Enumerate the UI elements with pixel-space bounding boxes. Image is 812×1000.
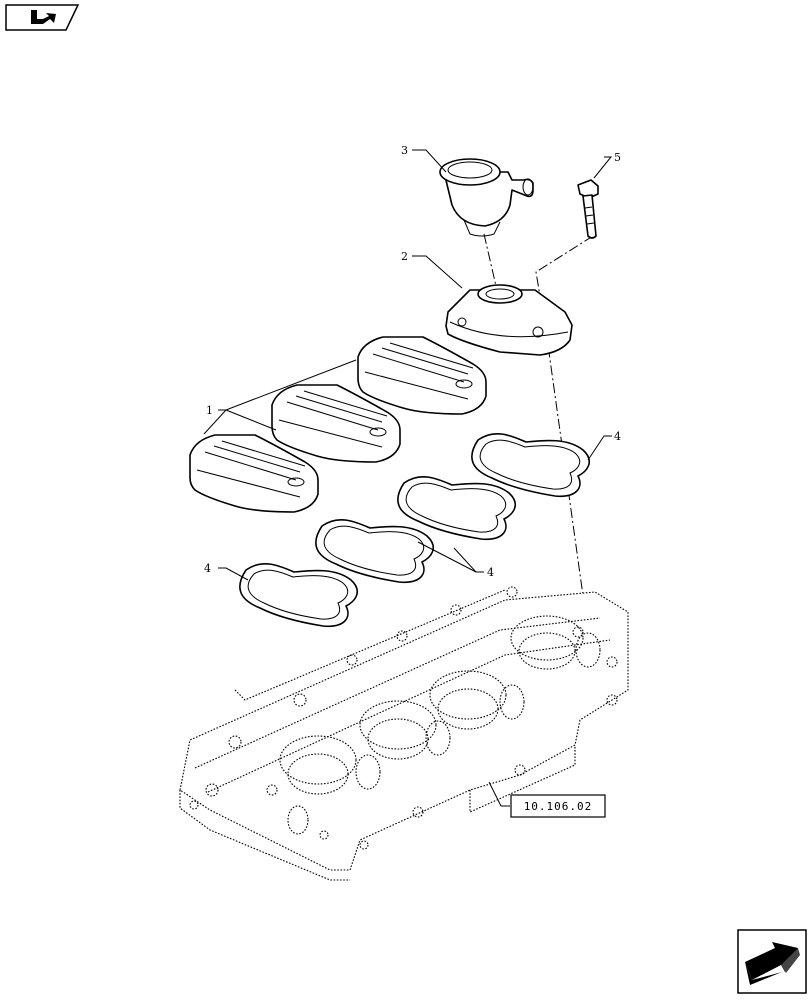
reference-label: 10.106.02: [524, 800, 593, 813]
callout-breather-housing: 2: [401, 250, 408, 263]
next-page-arrow-icon[interactable]: [737, 929, 807, 994]
breather-housing-cover: [445, 284, 573, 356]
gasket: [471, 432, 591, 498]
gasket: [239, 562, 359, 628]
breather-valve: [439, 158, 534, 237]
gasket: [397, 475, 517, 541]
book-arrow-icon[interactable]: [5, 4, 80, 31]
callout-rocker-cover: 1: [206, 404, 213, 417]
rocker-cover: [357, 336, 487, 415]
rocker-cover: [189, 434, 319, 513]
reference-box[interactable]: 10.106.02: [510, 794, 606, 818]
rocker-cover: [271, 384, 401, 463]
callout-gaskets-middle: 4: [487, 566, 494, 579]
callout-gasket-right: 4: [614, 430, 621, 443]
gasket: [315, 518, 435, 584]
callout-gasket-left: 4: [204, 562, 211, 575]
callout-bolt: 5: [614, 151, 621, 164]
bolt: [577, 179, 599, 239]
leader-lines: [203, 149, 613, 807]
callout-breather-valve: 3: [401, 144, 408, 157]
cylinder-head: [179, 586, 629, 881]
